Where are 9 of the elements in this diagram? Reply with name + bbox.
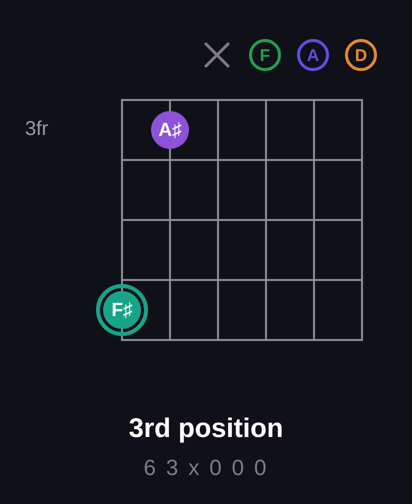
- finger-dot: A♯: [151, 111, 189, 149]
- string-fingering: 6 3 x 0 0 0: [144, 455, 268, 480]
- open-string-marker: D: [345, 39, 377, 71]
- open-string-marker: A: [297, 39, 329, 71]
- root-note-dot: F♯: [96, 284, 148, 336]
- cross-icon: [204, 42, 230, 68]
- fret-number: 3fr: [25, 118, 48, 141]
- chord-position-title: 3rd position: [128, 413, 284, 444]
- open-string-marker: F: [249, 39, 281, 71]
